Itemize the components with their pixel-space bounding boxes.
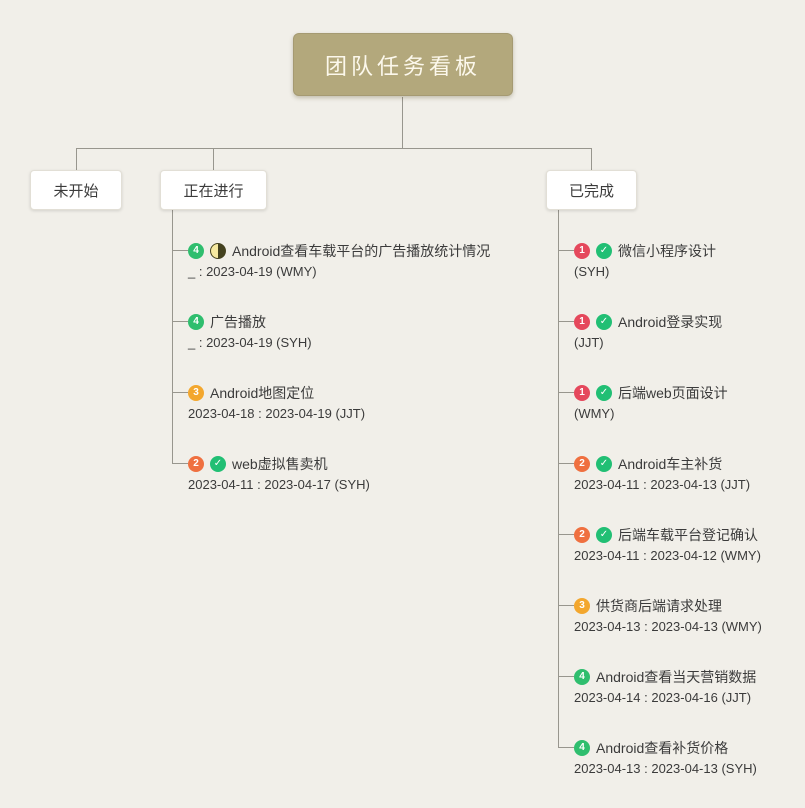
task-status-icon [596,313,612,330]
task-title: 后端车载平台登记确认 [618,526,758,543]
branch-node-done[interactable]: 已完成 [546,170,637,210]
task-dates: _ : 2023-04-19 (SYH) [188,335,312,350]
connector-horizontal [76,148,592,149]
priority-badge-icon: 1 [574,384,590,401]
task-dates: 2023-04-13 : 2023-04-13 (WMY) [574,619,762,634]
task-title: Android查看当天营销数据 [596,668,757,685]
task-title-row: 1 微信小程序设计 [574,240,762,261]
connector-drop-not-started [76,148,77,170]
task-status-icon [596,384,612,401]
priority-badge-icon: 2 [574,526,590,543]
connector-trunk-in-progress [172,210,173,463]
priority-badge-icon: 3 [574,597,590,614]
task-title: 广告播放 [210,313,266,330]
branch-node-not-started[interactable]: 未开始 [30,170,122,210]
branch-node-in-progress[interactable]: 正在进行 [160,170,267,210]
branch-label-in-progress: 正在进行 [183,182,244,200]
task-status-icon [210,455,226,472]
priority-badge-icon: 1 [574,242,590,259]
task-dates: 2023-04-11 : 2023-04-13 (JJT) [574,477,751,492]
task-item[interactable]: 3 供货商后端请求处理 2023-04-13 : 2023-04-13 (WMY… [558,595,762,637]
priority-badge-icon: 4 [188,313,204,330]
priority-badge-icon: 4 [574,739,590,756]
connector-drop-done [591,148,592,170]
task-title: 微信小程序设计 [618,242,716,259]
task-title-row: 4 广告播放 [188,311,490,332]
task-dates: (WMY) [574,406,615,421]
task-item[interactable]: 4 Android查看当天营销数据 2023-04-14 : 2023-04-1… [558,666,762,708]
task-item[interactable]: 4 Android查看车载平台的广告播放统计情况 _ : 2023-04-19 … [171,240,490,282]
priority-badge-icon: 4 [188,242,204,259]
task-item[interactable]: 1 微信小程序设计 (SYH) [558,240,762,282]
task-dates: (JJT) [574,335,604,350]
task-dates: (SYH) [574,264,610,279]
task-title: Android登录实现 [618,313,723,330]
task-dates: 2023-04-11 : 2023-04-12 (WMY) [574,548,761,563]
task-item[interactable]: 4 广告播放 _ : 2023-04-19 (SYH) [171,311,490,353]
connector-root-drop [402,97,403,148]
root-node[interactable]: 团队任务看板 [293,33,513,96]
priority-badge-icon: 4 [574,668,590,685]
task-dates: 2023-04-13 : 2023-04-13 (SYH) [574,761,757,776]
task-dates: 2023-04-18 : 2023-04-19 (JJT) [188,406,366,421]
branch-label-not-started: 未开始 [53,182,99,200]
root-node-label: 团队任务看板 [324,53,481,79]
task-title-row: 2 Android车主补货 [574,453,762,474]
task-list-done: 1 微信小程序设计 (SYH) 1 Android登录实现 (JJT) 1 [558,240,762,779]
connector-trunk-done [558,210,559,747]
task-title-row: 2 后端车载平台登记确认 [574,524,762,545]
task-list-in-progress: 4 Android查看车载平台的广告播放统计情况 _ : 2023-04-19 … [171,240,490,495]
task-title: Android地图定位 [210,384,315,401]
task-status-icon [596,455,612,472]
task-item[interactable]: 2 后端车载平台登记确认 2023-04-11 : 2023-04-12 (WM… [558,524,762,566]
task-title: web虚拟售卖机 [232,455,328,472]
task-dates: _ : 2023-04-19 (WMY) [188,264,317,279]
priority-badge-icon: 2 [574,455,590,472]
task-title-row: 1 Android登录实现 [574,311,762,332]
task-title-row: 4 Android查看车载平台的广告播放统计情况 [188,240,490,261]
task-item[interactable]: 1 后端web页面设计 (WMY) [558,382,762,424]
task-status-icon [210,242,226,259]
connector-drop-in-progress [213,148,214,170]
task-title: Android查看补货价格 [596,739,729,756]
task-dates: 2023-04-11 : 2023-04-17 (SYH) [188,477,370,492]
task-title: Android车主补货 [618,455,723,472]
priority-badge-icon: 2 [188,455,204,472]
task-dates: 2023-04-14 : 2023-04-16 (JJT) [574,690,752,705]
task-title: Android查看车载平台的广告播放统计情况 [232,242,491,259]
task-item[interactable]: 2 web虚拟售卖机 2023-04-11 : 2023-04-17 (SYH) [171,453,490,495]
priority-badge-icon: 3 [188,384,204,401]
task-title: 后端web页面设计 [618,384,728,401]
task-title-row: 2 web虚拟售卖机 [188,453,490,474]
task-title-row: 3 Android地图定位 [188,382,490,403]
task-title-row: 4 Android查看补货价格 [574,737,762,758]
task-item[interactable]: 2 Android车主补货 2023-04-11 : 2023-04-13 (J… [558,453,762,495]
task-title-row: 3 供货商后端请求处理 [574,595,762,616]
task-title-row: 4 Android查看当天营销数据 [574,666,762,687]
task-item[interactable]: 4 Android查看补货价格 2023-04-13 : 2023-04-13 … [558,737,762,779]
task-status-icon [596,242,612,259]
task-status-icon [596,526,612,543]
branch-label-done: 已完成 [568,182,614,200]
task-item[interactable]: 3 Android地图定位 2023-04-18 : 2023-04-19 (J… [171,382,490,424]
priority-badge-icon: 1 [574,313,590,330]
task-title: 供货商后端请求处理 [596,597,722,614]
task-title-row: 1 后端web页面设计 [574,382,762,403]
task-item[interactable]: 1 Android登录实现 (JJT) [558,311,762,353]
